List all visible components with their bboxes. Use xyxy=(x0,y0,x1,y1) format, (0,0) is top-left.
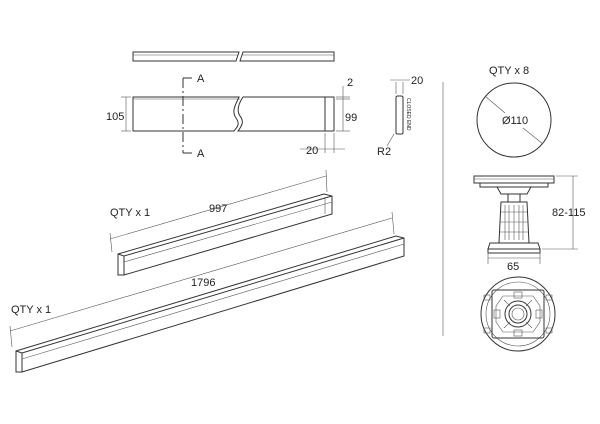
top-view-panel xyxy=(132,51,335,62)
short-strip-qty: QTY x 1 xyxy=(110,207,150,219)
radius-text: R2 xyxy=(377,146,391,158)
short-strip: 997 QTY x 1 xyxy=(109,169,333,276)
long-strip-length: 1796 xyxy=(191,277,215,289)
dim-height-text: 105 xyxy=(106,111,124,123)
leg-qty: QTY x 8 xyxy=(489,65,529,77)
dim-end: 20 xyxy=(300,133,345,157)
section-marker-top: A xyxy=(197,73,205,85)
end-profile: 20 R2 CLOSED END xyxy=(377,75,423,158)
leg-base xyxy=(480,276,556,352)
end-profile-dim-text: 20 xyxy=(411,75,423,87)
dim-inner-height: 2 99 xyxy=(336,77,357,132)
leg-side: 82-115 65 xyxy=(473,175,585,273)
dim-height: 105 xyxy=(106,96,131,132)
front-view-panel xyxy=(132,96,335,132)
leg-diameter: Ø110 xyxy=(502,115,528,127)
dim-top-text: 2 xyxy=(347,77,353,89)
leg-height-range: 82-115 xyxy=(552,207,585,219)
section-line-a: A A xyxy=(182,73,205,160)
dim-inner-height-text: 99 xyxy=(345,112,357,124)
short-strip-length: 997 xyxy=(209,203,227,215)
leg-disc: QTY x 8 Ø110 xyxy=(476,65,552,158)
dim-end-text: 20 xyxy=(306,145,318,157)
section-marker-bottom: A xyxy=(197,148,205,160)
end-cap-text: CLOSED END xyxy=(405,98,411,131)
long-strip-qty: QTY x 1 xyxy=(11,304,51,316)
long-strip: 1796 QTY x 1 xyxy=(9,211,405,373)
leg-base-width: 65 xyxy=(507,261,519,273)
